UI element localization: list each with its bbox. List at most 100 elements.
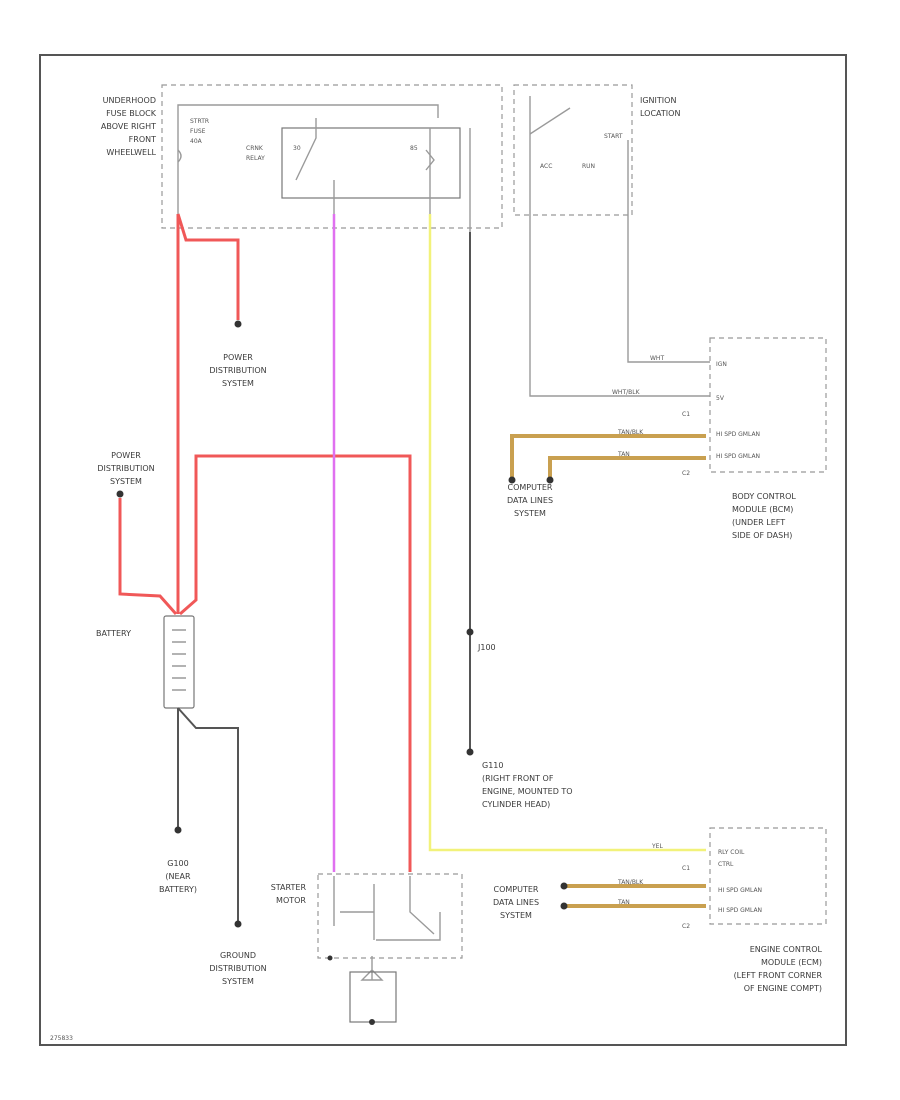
ground-g100-terminal <box>174 826 182 834</box>
svg-text:BODY CONTROL: BODY CONTROL <box>732 492 796 501</box>
svg-text:UNDERHOOD: UNDERHOOD <box>103 96 156 105</box>
bcm-label: BODY CONTROL MODULE (BCM) (UNDER LEFT SI… <box>732 492 796 540</box>
svg-text:CYLINDER HEAD): CYLINDER HEAD) <box>482 800 550 809</box>
bcm-connector-c1: C1 <box>682 411 690 418</box>
bcm-data-terminal-2 <box>546 476 554 484</box>
diagram-frame <box>39 54 847 1046</box>
bcm-gmlan-wire-1 <box>510 434 706 480</box>
bcm-connector-c2: C2 <box>682 470 690 477</box>
svg-text:FRONT: FRONT <box>129 135 156 144</box>
ignition-acc-label: ACC <box>540 163 552 170</box>
ground-g110-label: G110 (RIGHT FRONT OF ENGINE, MOUNTED TO … <box>482 761 573 809</box>
relay-coil-symbol <box>425 149 435 171</box>
svg-text:ABOVE RIGHT: ABOVE RIGHT <box>101 122 156 131</box>
fuse-40a <box>177 149 182 163</box>
svg-text:RELAY: RELAY <box>246 155 265 162</box>
bcm-tan-label: TAN <box>617 451 630 458</box>
svg-text:STRTR: STRTR <box>190 118 209 125</box>
relay-switch-contact <box>295 118 317 181</box>
svg-text:HI SPD GMLAN: HI SPD GMLAN <box>716 431 760 438</box>
splice-label: J100 <box>477 643 496 652</box>
svg-text:OF ENGINE COMPT): OF ENGINE COMPT) <box>744 984 822 993</box>
svg-text:SYSTEM: SYSTEM <box>222 379 254 388</box>
svg-text:DISTRIBUTION: DISTRIBUTION <box>209 964 266 973</box>
svg-text:MODULE (ECM): MODULE (ECM) <box>761 958 822 967</box>
svg-text:5V: 5V <box>716 395 725 402</box>
svg-text:IGNITION: IGNITION <box>640 96 676 105</box>
wire-ground-distribution <box>177 707 239 922</box>
svg-text:DISTRIBUTION: DISTRIBUTION <box>209 366 266 375</box>
ground-dist-label: GROUND DISTRIBUTION SYSTEM <box>209 951 266 986</box>
svg-text:SYSTEM: SYSTEM <box>500 911 532 920</box>
ecm-label: ENGINE CONTROL MODULE (ECM) (LEFT FRONT … <box>734 945 823 993</box>
wire-yellow-relay-ctrl <box>428 214 706 852</box>
diagram-id: 275833 <box>50 1035 73 1042</box>
svg-text:POWER: POWER <box>111 451 141 460</box>
svg-text:CTRL: CTRL <box>718 861 734 868</box>
svg-text:SIDE OF DASH): SIDE OF DASH) <box>732 531 792 540</box>
splice-j100 <box>466 628 474 636</box>
bcm-tan-blk-label: TAN/BLK <box>617 429 644 436</box>
svg-text:(RIGHT FRONT OF: (RIGHT FRONT OF <box>482 774 554 783</box>
ecm-data-terminal-2 <box>560 902 568 910</box>
svg-text:FUSE: FUSE <box>190 128 206 135</box>
ignition-start-label: START <box>604 133 623 140</box>
ignition-switch-outline <box>513 84 633 216</box>
ignition-run-label: RUN <box>582 163 595 170</box>
bcm-outline <box>709 337 827 473</box>
fuse-block-outline <box>161 84 503 229</box>
starter-ground-point <box>327 955 333 961</box>
crank-relay-box <box>281 127 461 199</box>
svg-text:CRNK: CRNK <box>246 145 264 152</box>
svg-text:IGN: IGN <box>716 361 727 368</box>
starter-armature <box>360 956 384 981</box>
wire-red-battery-starter <box>179 454 412 872</box>
fuse-block-label: UNDERHOOD FUSE BLOCK ABOVE RIGHT FRONT W… <box>101 96 157 157</box>
bcm-data-terminal-1 <box>508 476 516 484</box>
wire-wht-label: WHT <box>650 355 664 362</box>
starter-motor-ground <box>369 1019 375 1025</box>
svg-text:RLY COIL: RLY COIL <box>718 849 745 856</box>
ecm-connector-c1: C1 <box>682 865 690 872</box>
starter-solenoid-links <box>340 911 441 941</box>
svg-text:WHEELWELL: WHEELWELL <box>106 148 156 157</box>
svg-text:POWER: POWER <box>223 353 253 362</box>
starter-solenoid-contacts <box>333 876 435 940</box>
svg-text:40A: 40A <box>190 138 203 145</box>
svg-text:(LEFT FRONT CORNER: (LEFT FRONT CORNER <box>734 971 823 980</box>
svg-text:(NEAR: (NEAR <box>165 872 191 881</box>
data-lines-label-1: COMPUTER DATA LINES SYSTEM <box>507 483 553 518</box>
svg-text:FUSE BLOCK: FUSE BLOCK <box>106 109 157 118</box>
wire-red-to-power-dist <box>176 213 240 320</box>
svg-text:MOTOR: MOTOR <box>276 896 306 905</box>
ecm-data-terminal-1 <box>560 882 568 890</box>
fuse-bus <box>177 104 439 214</box>
wire-wht-blk <box>529 218 710 397</box>
svg-text:COMPUTER: COMPUTER <box>508 483 553 492</box>
svg-text:COMPUTER: COMPUTER <box>494 885 539 894</box>
power-dist-terminal-2 <box>116 490 124 498</box>
wire-wht <box>627 218 710 363</box>
svg-text:HI SPD GMLAN: HI SPD GMLAN <box>716 453 760 460</box>
svg-text:ENGINE, MOUNTED TO: ENGINE, MOUNTED TO <box>482 787 573 796</box>
svg-text:SYSTEM: SYSTEM <box>222 977 254 986</box>
svg-text:GROUND: GROUND <box>220 951 256 960</box>
data-lines-label-2: COMPUTER DATA LINES SYSTEM <box>493 885 539 920</box>
ground-dist-terminal <box>234 920 242 928</box>
ecm-pins: RLY COIL CTRL HI SPD GMLAN HI SPD GMLAN <box>718 849 762 914</box>
bcm-pins: IGN 5V HI SPD GMLAN HI SPD GMLAN <box>716 361 760 460</box>
wire-wht-blk-label: WHT/BLK <box>612 389 641 396</box>
svg-text:BATTERY): BATTERY) <box>159 885 197 894</box>
svg-text:MODULE (BCM): MODULE (BCM) <box>732 505 793 514</box>
battery-label: BATTERY <box>96 629 131 638</box>
power-dist-label-1: POWER DISTRIBUTION SYSTEM <box>209 353 266 388</box>
svg-text:HI SPD GMLAN: HI SPD GMLAN <box>718 887 762 894</box>
ignition-location-label: IGNITION LOCATION <box>640 96 680 118</box>
ground-g100-label: G100 (NEAR BATTERY) <box>159 859 197 894</box>
svg-text:DISTRIBUTION: DISTRIBUTION <box>97 464 154 473</box>
power-dist-terminal-1 <box>234 320 242 328</box>
ecm-connector-c2: C2 <box>682 923 690 930</box>
starter-motor-outline <box>317 873 463 959</box>
battery-cells <box>172 629 186 691</box>
